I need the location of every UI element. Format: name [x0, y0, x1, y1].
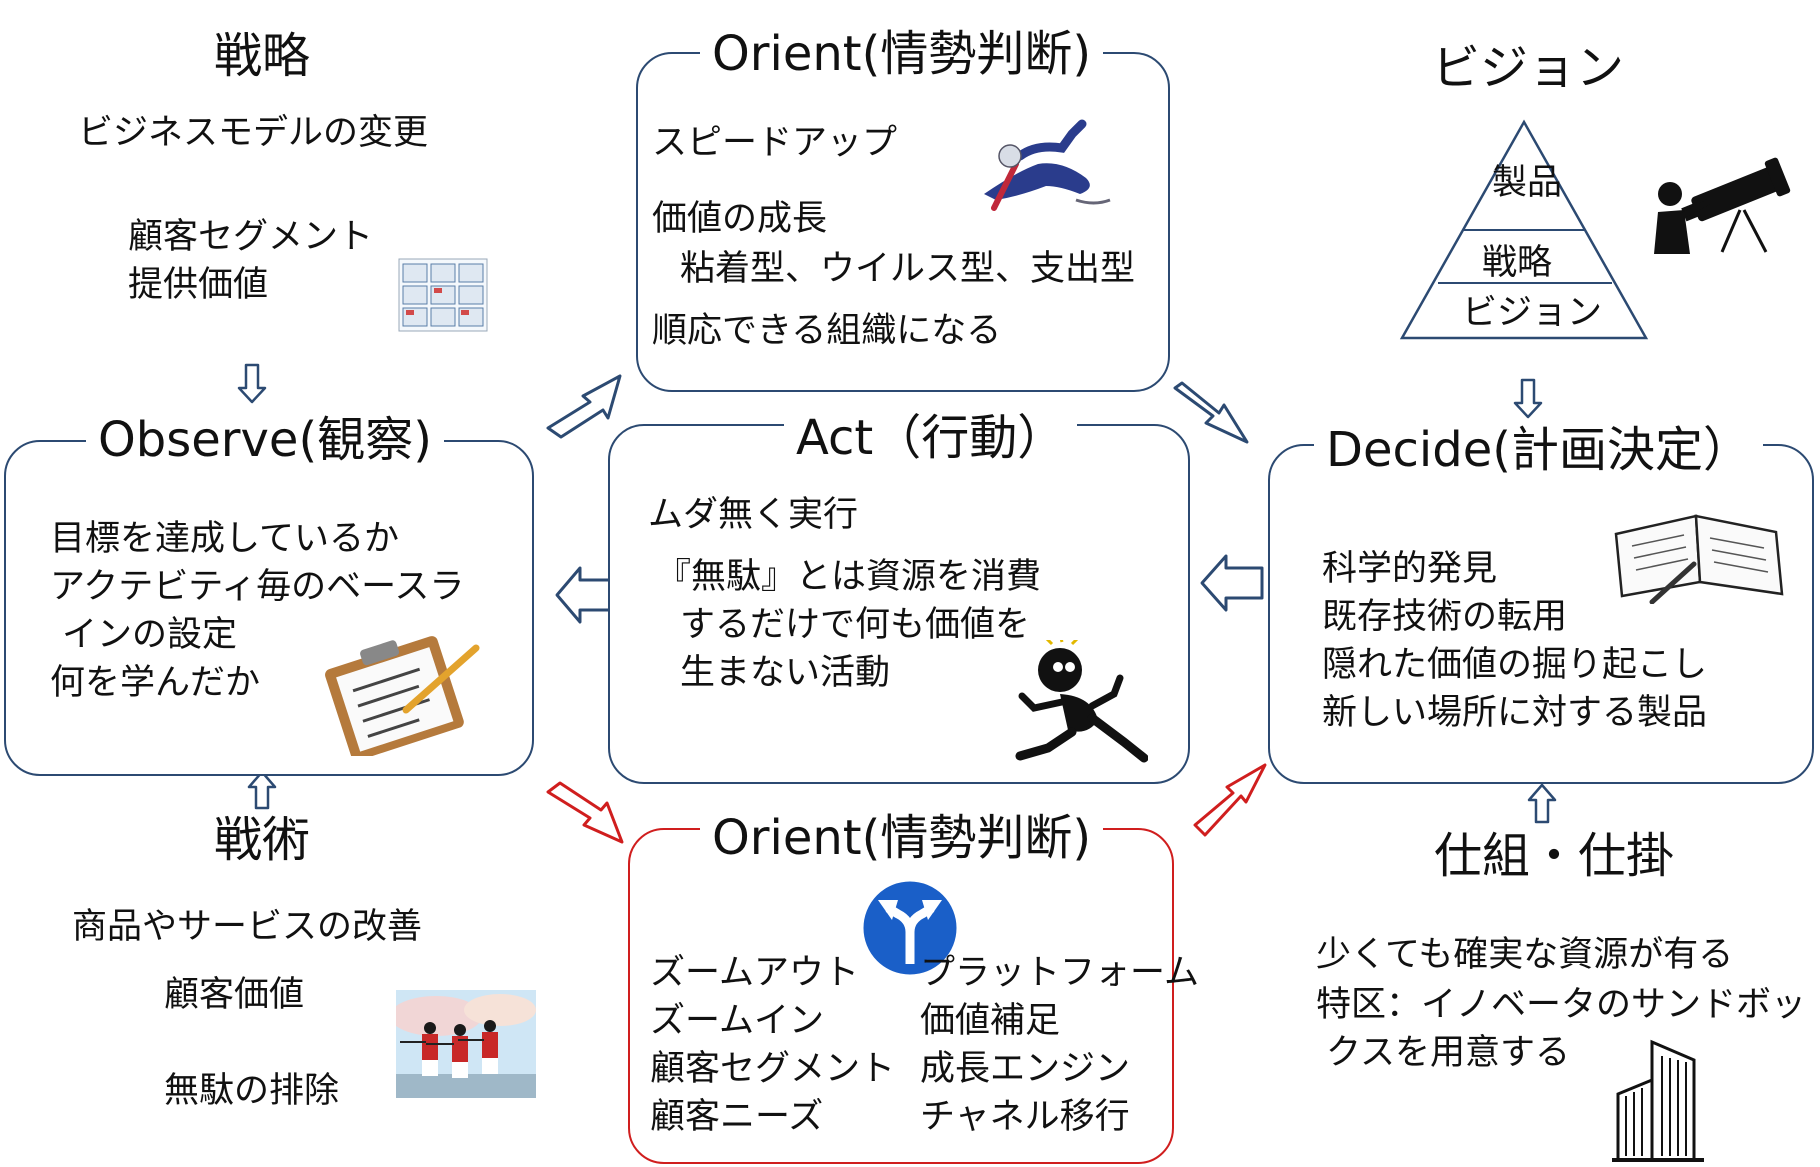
orient-top-line-speed-up: スピードアップ [652, 123, 898, 163]
arrow-mechanism-up [1527, 783, 1557, 824]
decide-line-scientific-discovery: 科学的発見 [1322, 549, 1498, 589]
observe-line-baseline: アクテビティ毎のベースラ [50, 567, 465, 607]
arrow-decide-to-act [1200, 554, 1264, 612]
orient-top-line-adaptive-org: 順応できる組織になる [652, 311, 1002, 351]
orient-top-line-growth-types: 粘着型、ウイルス型、支出型 [680, 249, 1136, 289]
arrow-act-to-observe [555, 566, 615, 624]
pyramid-label-vision: ビジョン [1462, 293, 1603, 333]
decide-box [1268, 444, 1814, 784]
mechanism-title: 仕組・仕掛 [1434, 828, 1675, 884]
vision-pyramid [1399, 119, 1649, 340]
observe-line-baseline-cont: インの設定 [62, 615, 238, 655]
orient-bottom-right-channel-shift: チャネル移行 [920, 1097, 1130, 1137]
clipboard-icon [325, 636, 480, 756]
act-line-waste-definition-2: するだけで何も価値を [680, 605, 1031, 645]
orient-bottom-left-zoom-out: ズームアウト [650, 953, 859, 993]
act-line-waste-definition: 『無駄』とは資源を消費 [656, 557, 1042, 597]
strategy-item-business-model: ビジネスモデルの変更 [78, 113, 429, 153]
observe-line-goal-achieved: 目標を達成しているか [50, 519, 399, 559]
orient-bottom-title: Orient(情勢判断) [700, 810, 1104, 866]
arrow-strategy-down [237, 363, 267, 404]
orient-bottom-left-customer-segment: 顧客セグメント [650, 1049, 896, 1089]
arrow-observe-to-orient-bottom [546, 781, 624, 844]
pyramid-label-product: 製品 [1492, 163, 1563, 203]
arrow-observe-to-orient [546, 374, 622, 439]
orient-bottom-right-growth-engine: 成長エンジン [920, 1049, 1131, 1089]
buildings-icon [1612, 1039, 1704, 1162]
running-person-icon [1015, 640, 1148, 763]
mechanism-line-sandbox-cont: クスを用意する [1326, 1033, 1570, 1073]
fork-road-sign-icon [860, 878, 960, 978]
act-line-waste-definition-3: 生まない活動 [680, 653, 891, 693]
observe-line-what-learned: 何を学んだか [50, 663, 261, 703]
observe-title: Observe(観察) [86, 412, 444, 468]
decide-line-new-market: 新しい場所に対する製品 [1322, 693, 1708, 733]
orient-top-title: Orient(情勢判断) [700, 26, 1104, 82]
business-model-canvas-icon [398, 258, 488, 332]
decide-line-hidden-value: 隠れた価値の掘り起こし [1322, 645, 1708, 685]
orient-top-line-value-growth: 価値の成長 [652, 199, 828, 239]
orient-bottom-left-customer-needs: 顧客ニーズ [650, 1097, 824, 1137]
strategy-title: 戦略 [214, 28, 311, 84]
speed-skater-icon [984, 119, 1111, 211]
arrow-orient-to-decide [1173, 381, 1249, 444]
arrow-vision-down [1513, 378, 1543, 419]
strategy-item-customer-segment: 顧客セグメント [128, 217, 374, 257]
tactics-item-customer-value: 顧客価値 [164, 975, 305, 1015]
tactics-item-product-improvement: 商品やサービスの改善 [72, 907, 423, 947]
decide-title: Decide(計画決定） [1314, 422, 1763, 478]
orient-bottom-right-platform: プラットフォーム [920, 953, 1199, 993]
strategy-item-value-proposition: 提供価値 [128, 265, 269, 305]
act-title: Act（行動） [784, 410, 1078, 466]
open-notebook-icon [1614, 514, 1784, 604]
mechanism-line-resources: 少くても確実な資源が有る [1316, 935, 1734, 975]
decide-line-tech-transfer: 既存技術の転用 [1322, 597, 1568, 637]
orient-bottom-left-zoom-in: ズームイン [650, 1001, 824, 1041]
vision-title: ビジョン [1432, 40, 1625, 96]
tactics-item-eliminate-waste: 無駄の排除 [164, 1071, 340, 1111]
tactics-title: 戦術 [214, 812, 311, 868]
telescope-icon [1654, 157, 1791, 254]
arrow-orient-bottom-to-decide [1193, 763, 1267, 837]
act-line-execute-without-waste: ムダ無く実行 [648, 495, 859, 535]
pyramid-label-strategy: 戦略 [1482, 243, 1553, 283]
soldiers-icon [396, 990, 536, 1098]
orient-bottom-right-value-capture: 価値補足 [920, 1001, 1061, 1041]
mechanism-line-sandbox: 特区：イノベータのサンドボッ [1316, 985, 1807, 1025]
arrow-tactics-up [247, 770, 277, 810]
